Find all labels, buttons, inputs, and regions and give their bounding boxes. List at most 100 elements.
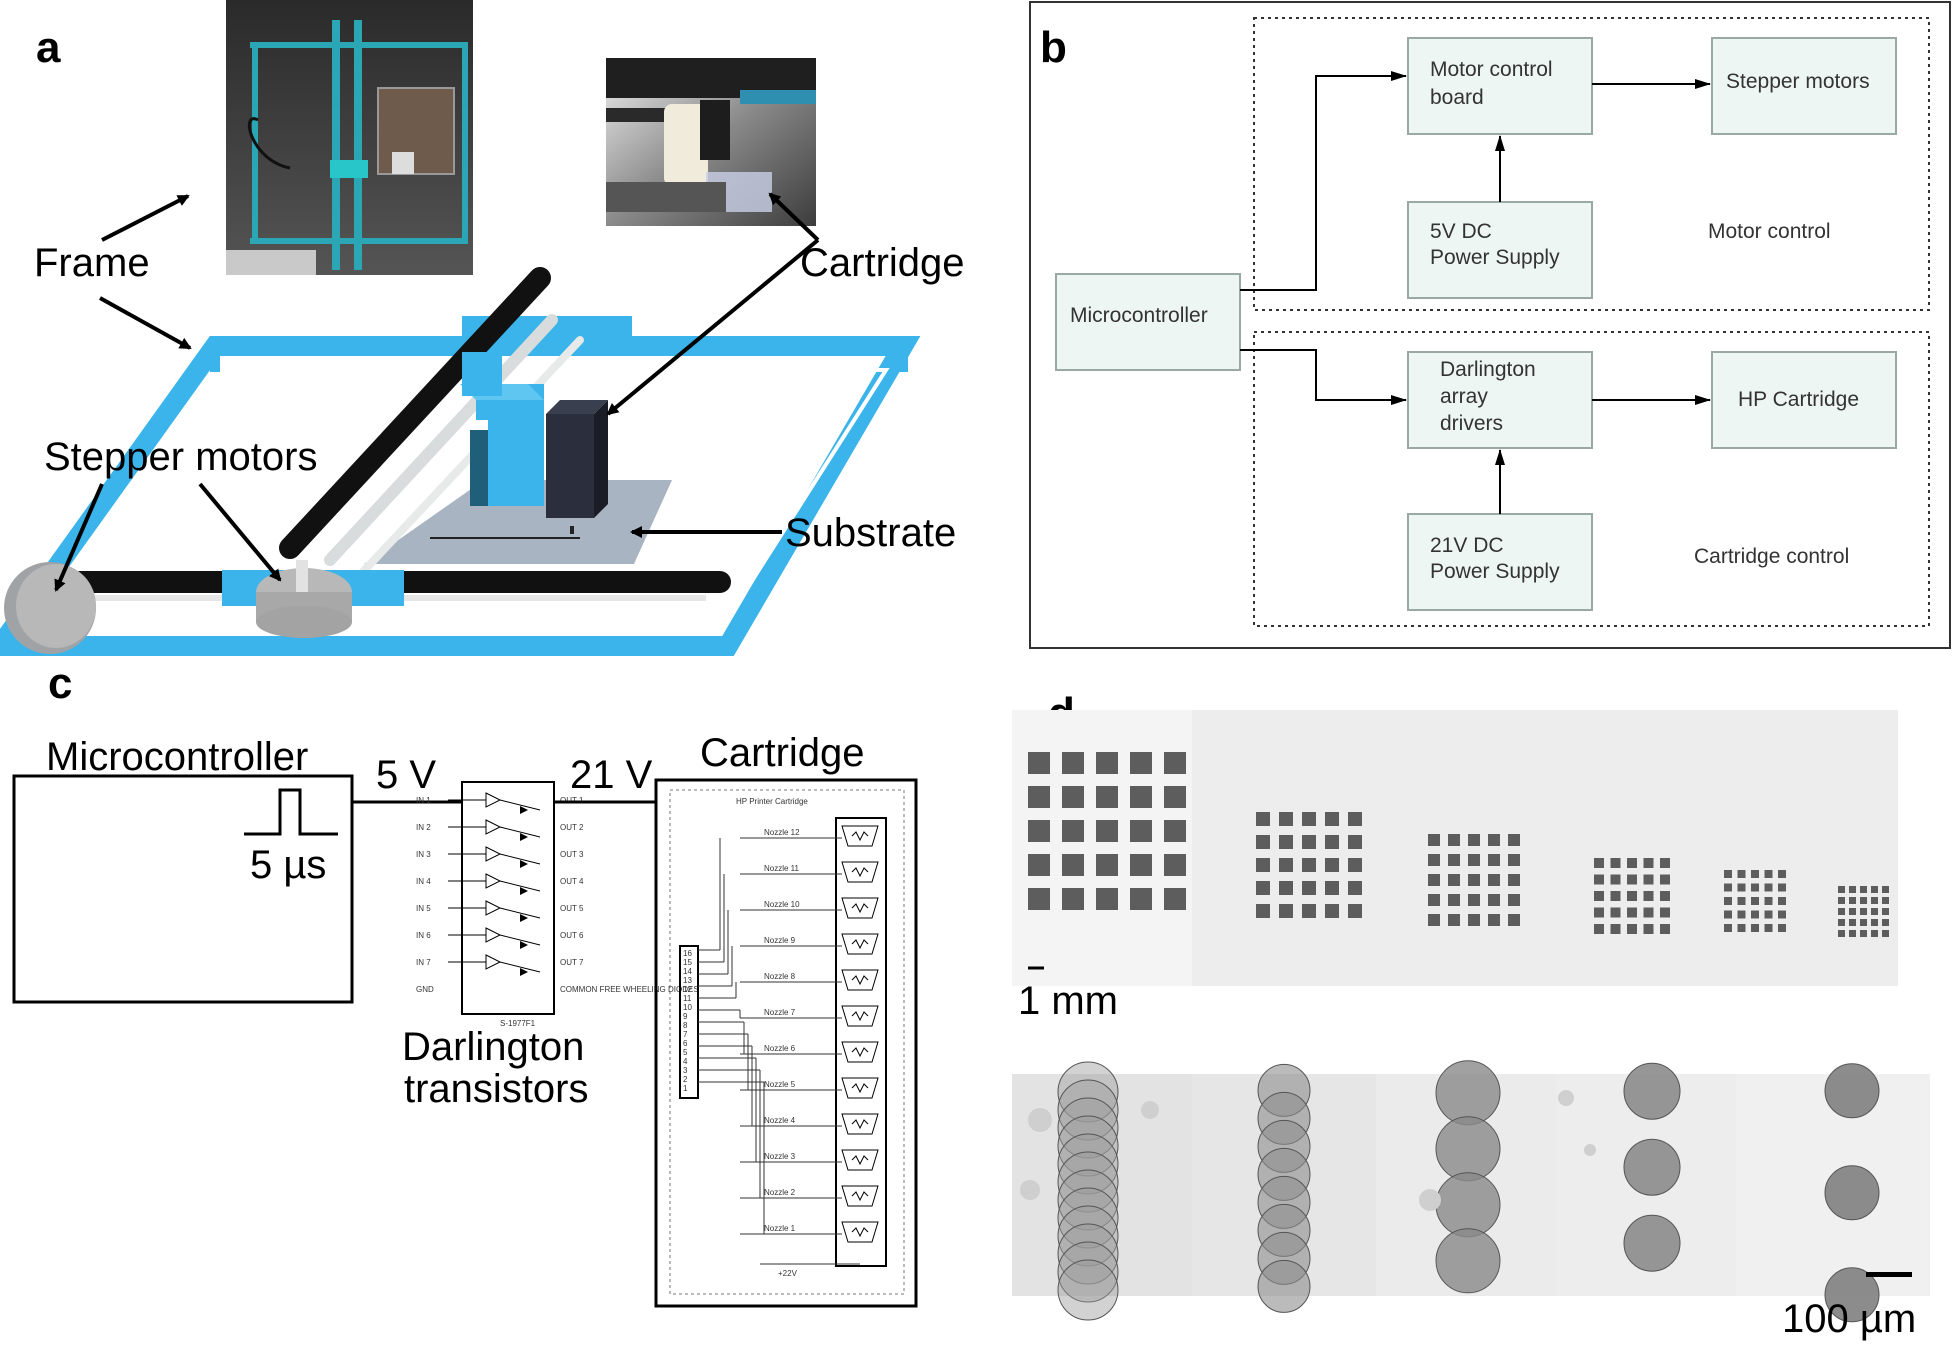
printed-square [1348,881,1362,895]
printed-droplet [1057,1169,1119,1231]
printed-square [1871,930,1878,937]
printed-droplet [1623,1138,1681,1196]
printed-square [1737,924,1746,932]
printed-square [1627,891,1637,901]
buffer-triangle [485,927,502,943]
printed-square [1610,924,1621,934]
connector-pin: 10 [683,1003,692,1012]
printed-square [1062,888,1084,910]
darlington-line1: Darlington [1440,358,1536,381]
printed-square [1778,883,1786,892]
printed-square [1279,812,1293,826]
connector-pin: 5 [683,1048,688,1057]
cartridge-control-label: Cartridge control [1694,545,1849,568]
printed-square [1348,835,1362,849]
printed-square [1849,930,1856,937]
printed-square [1130,820,1152,842]
buffer-triangle [485,873,502,889]
nozzle-heater [841,1005,879,1027]
printed-square [1610,891,1621,901]
printed-square [1643,874,1654,885]
nozzle-heater [841,1185,879,1207]
nozzle-heater [841,1077,879,1099]
printed-square [1302,835,1316,849]
printed-square [1882,919,1889,926]
motor-control-board-line1: Motor control [1430,58,1553,81]
printed-square [1871,919,1878,926]
buffer-triangle [485,954,502,970]
cartridge-schematic-title: HP Printer Cartridge [736,797,808,806]
microcontroller-box [12,774,354,1004]
printed-square [1849,908,1856,915]
nozzle-heater [841,1221,879,1243]
darlington-line2: array [1440,385,1488,408]
printed-square [1130,854,1152,876]
connector-pin: 1 [683,1084,688,1093]
label-stepper-motors: Stepper motors [44,435,317,479]
scale-bar-bottom [1866,1272,1912,1277]
nozzle-heater [841,1113,879,1135]
block-21v-power [1407,513,1593,611]
power-5v-line1: 5V DC [1430,220,1492,243]
connector-pin: 7 [683,1030,688,1039]
printed-square [1256,835,1270,849]
printed-square [1508,914,1520,926]
printed-square [1627,858,1637,868]
printed-square [1279,835,1293,849]
printed-droplet [1057,1259,1119,1321]
nozzle-label: Nozzle 7 [764,1008,796,1017]
printed-droplet [1057,1205,1119,1267]
printed-square [1860,930,1867,937]
block-hp-cartridge [1711,351,1897,449]
chip-input-label: IN 1 [416,796,431,805]
printer-schematic [0,267,921,656]
printed-square [1610,907,1621,918]
printed-square [1838,897,1845,904]
label-c-cartridge: Cartridge [700,731,865,775]
printed-square [1428,914,1440,926]
printed-square [1778,870,1786,878]
printed-square [1062,752,1084,774]
printed-square [1643,858,1654,868]
motor-control-group [1253,17,1930,311]
block-microcontroller [1055,273,1241,371]
printed-droplet [1435,1172,1501,1238]
printed-square [1871,908,1878,915]
printed-square [1751,883,1759,892]
buffer-triangle [485,819,502,835]
pulse-waveform [244,788,338,836]
darlington-chip [461,781,555,1015]
block-5v-power [1407,201,1593,299]
printed-droplet [1057,1115,1119,1177]
printed-square [1594,924,1604,934]
printed-square [1860,919,1867,926]
printed-square [1724,883,1732,892]
chip-output-label: OUT 4 [560,877,584,886]
panel-c: c Microcontroller 5 µs 5 V IN 1OUT 1IN 2… [12,659,918,1308]
printed-square [1348,812,1362,826]
printed-square [1594,891,1604,901]
printed-square [1325,858,1339,872]
printed-droplet [1435,1060,1501,1126]
printed-square [1594,907,1604,918]
nozzle-label: Nozzle 4 [764,1116,796,1125]
printed-square [1428,834,1440,846]
darlington-line3: drivers [1440,412,1503,435]
printed-square [1849,919,1856,926]
droplet-lines [1012,1060,1930,1323]
printed-square [1737,870,1746,878]
label-darlington-1: Darlington [402,1025,584,1069]
printed-square [1627,874,1637,885]
printed-square [1488,854,1500,866]
printed-droplet [1057,1061,1119,1123]
printed-square [1737,910,1746,919]
panel-b-connectors [1240,71,1711,514]
printed-square [1627,907,1637,918]
label-frame: Frame [34,241,150,285]
printed-square [1468,854,1480,866]
chip-output-label: OUT 6 [560,931,584,940]
microcontroller-text: Microcontroller [1070,304,1208,327]
printed-square [1096,752,1118,774]
printed-square [1660,907,1670,918]
